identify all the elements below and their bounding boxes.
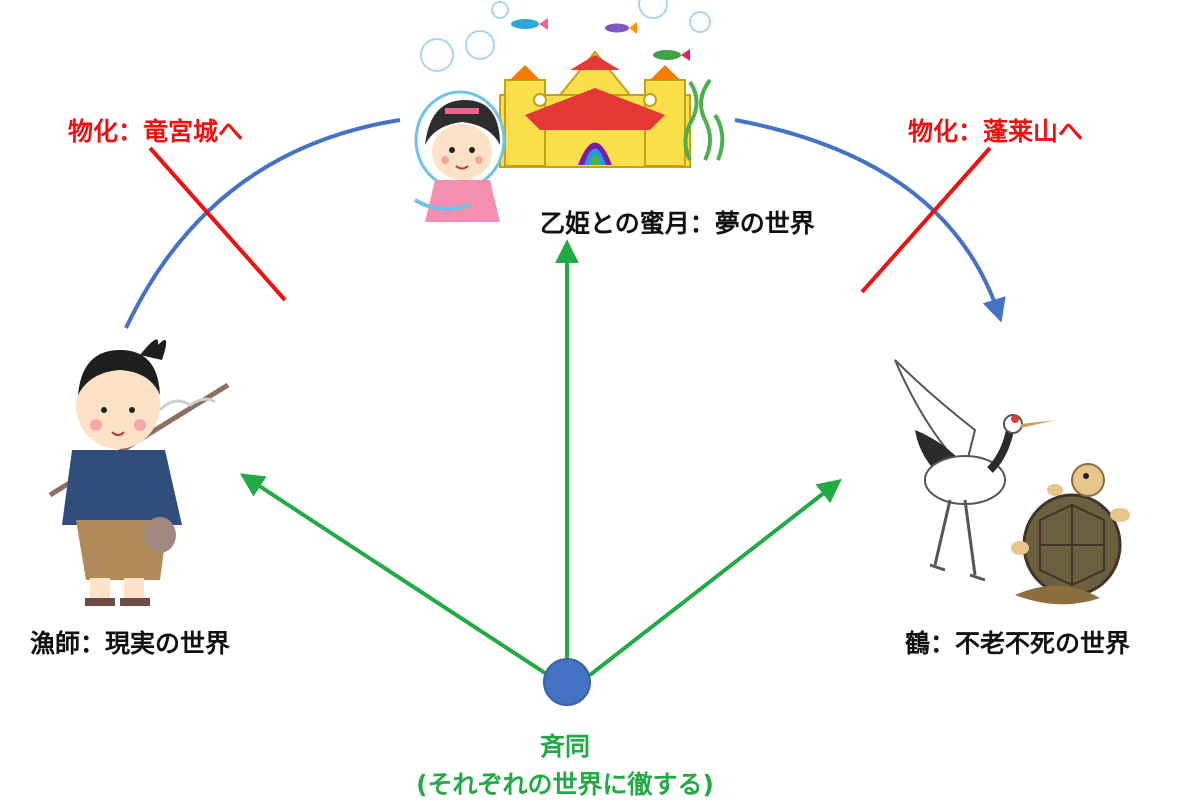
arc-right: [734, 118, 1006, 323]
label-palace-crossed: 物化：竜宮城へ: [68, 117, 244, 146]
fish-icon: [511, 18, 690, 61]
turtle-icon: [1011, 463, 1130, 605]
center-title: 斉同: [539, 732, 590, 761]
arrow-to-crane: [588, 479, 842, 677]
arc-left: [124, 118, 401, 329]
center-caption: 斉同 (それぞれの世界に徹する): [385, 727, 745, 801]
center-node: [543, 658, 591, 706]
label-crane: 鶴：不老不死の世界: [905, 629, 1131, 658]
label-fisherman: 漁師：現実の世界: [30, 629, 231, 658]
label-horai-crossed: 物化：蓬莱山へ: [908, 117, 1084, 146]
cross-line-right: [860, 146, 992, 294]
arrow-to-fisherman: [239, 473, 550, 677]
bubble-icon: [420, 0, 711, 72]
seaweed-icon: [683, 78, 725, 161]
fisherman-icon: [48, 339, 230, 606]
cross-line-left: [148, 146, 287, 302]
label-honeymoon: 乙姫との蜜月：夢の世界: [540, 209, 815, 238]
palace-icon: [499, 50, 691, 168]
princess-icon: [413, 90, 506, 222]
center-subtitle: (それぞれの世界に徹する): [416, 770, 714, 799]
crane-icon: [894, 359, 1056, 582]
